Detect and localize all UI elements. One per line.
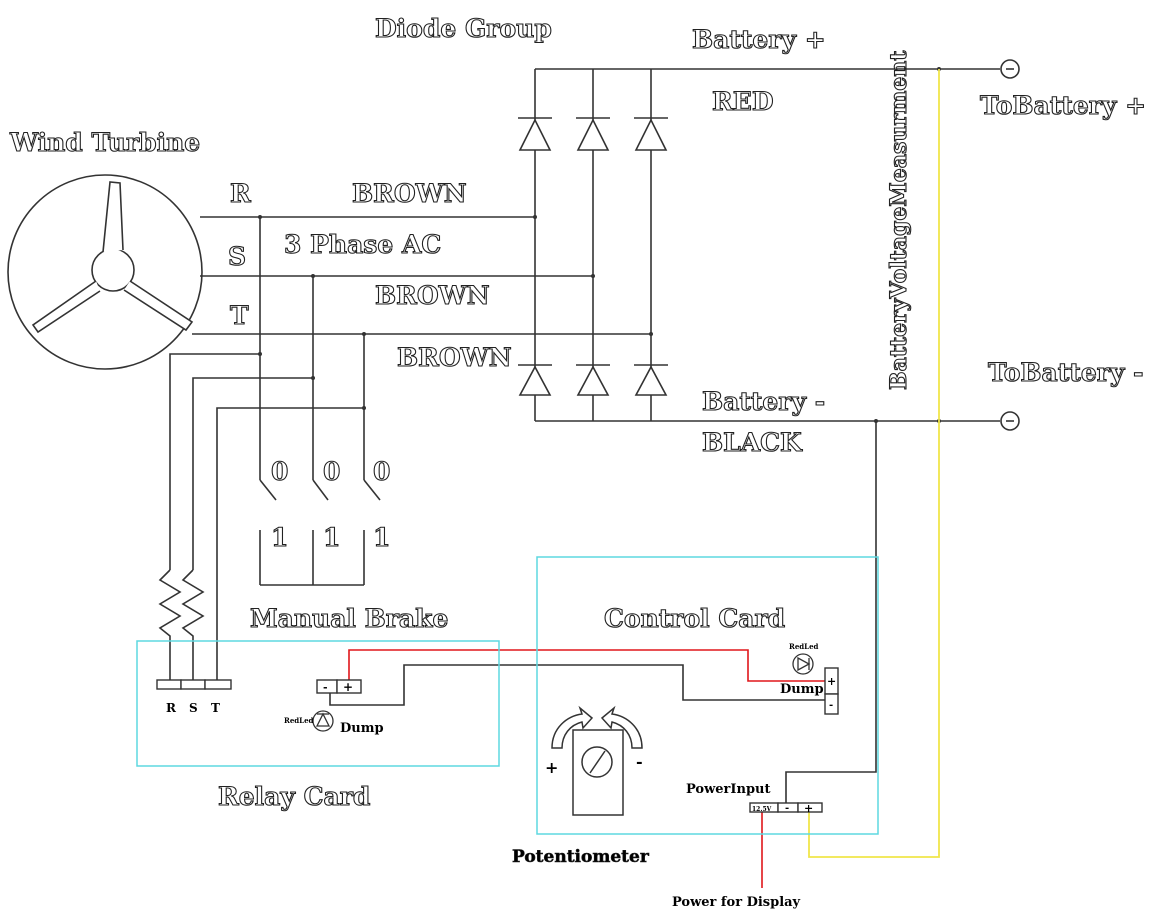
relay-feed-wires [158,353,364,680]
relay-minus-label: - [323,681,328,694]
diodes-bottom [518,364,668,396]
power-12v-label: 12.5V [752,806,772,813]
relay-terminal-block [156,679,232,690]
diode-bridge [534,68,1000,422]
battery-minus-label: Battery - [702,387,825,416]
relay-redled-icon [312,710,334,732]
switch-on-2: 1 [323,523,340,552]
brown-label-3: BROWN [397,343,512,372]
dump-link-wire [329,664,825,706]
pot-minus-label: - [636,752,643,771]
brown-label-1: BROWN [352,179,467,208]
battery-terminals [1000,59,1020,431]
phase-s-label: S [228,242,246,271]
red-wire-label: RED [712,87,774,116]
power-minus-label: - [785,803,789,814]
control-minus-label: - [829,700,833,711]
control-redled-icon [792,653,814,675]
pot-plus-label: + [545,758,558,777]
relay-redled-label: RedLed [284,716,314,725]
control-plus-label: + [827,675,836,688]
black-wire-label: BLACK [702,428,803,457]
phase-t-label: T [230,301,249,330]
relay-terminal-r: R [166,701,177,715]
wind-turbine [7,174,203,370]
relay-card [136,640,500,767]
manual-brake-label: Manual Brake [250,604,448,633]
potentiometer-label: Potentiometer [512,847,650,867]
voltage-measurement-wire [808,69,940,858]
switch-on-1: 1 [271,523,288,552]
control-card [536,556,879,835]
power-input-label: PowerInput [686,782,771,797]
relay-terminal-s: S [189,701,198,715]
power-plus-label: + [804,802,813,815]
red-led-wire [348,649,825,682]
three-phase-label: 3 Phase AC [284,230,441,259]
battery-minus-to-control [785,421,877,803]
diodes-top [518,117,668,151]
potentiometer-icon [551,705,643,816]
wind-turbine-label: Wind Turbine [9,128,200,157]
to-battery-minus-label: ToBattery - [988,358,1144,387]
phase-lines [192,216,651,335]
brown-label-2: BROWN [375,281,490,310]
power-for-display-label: Power for Display [672,895,801,910]
power-input-connector [749,802,823,813]
phase-r-label: R [230,179,251,208]
switch-on-3: 1 [373,523,390,552]
battery-plus-label: Battery + [692,25,826,54]
relay-plus-label: + [343,680,353,694]
switch-off-1: 0 [271,457,288,486]
diode-group-label: Diode Group [375,14,552,43]
relay-dump-label: Dump [340,721,384,736]
relay-terminal-t: T [211,701,220,715]
battery-voltage-label: BatteryVoltageMeasurment [886,50,912,390]
control-dump-connector [824,667,839,715]
switch-off-2: 0 [323,457,340,486]
to-battery-plus-label: ToBattery + [980,91,1146,120]
control-card-label: Control Card [604,604,785,633]
control-redled-label: RedLed [789,642,819,651]
relay-dump-connector [316,679,362,694]
relay-card-label: Relay Card [218,782,370,811]
control-dump-label: Dump [780,682,824,697]
switch-off-3: 0 [373,457,390,486]
